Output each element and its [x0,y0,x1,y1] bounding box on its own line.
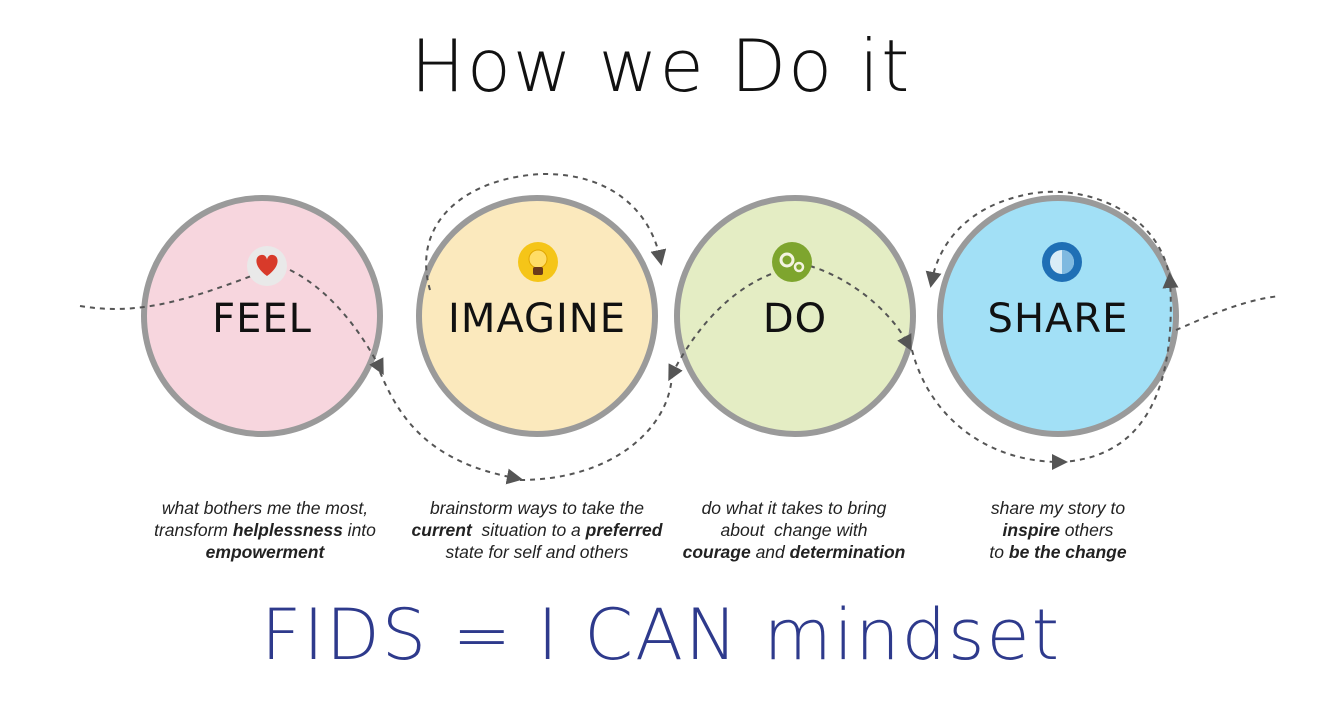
flow-arrow-feel-down [289,269,384,376]
description-emphasis: determination [789,542,906,562]
description-emphasis: be the change [1008,542,1127,562]
description-line: about change with [664,519,924,541]
description-line: brainstorm ways to take the [407,497,667,519]
flow-arrow-do-left [668,267,791,382]
flow-arrow-share-loop-top [925,190,1171,288]
step-circle-share [937,195,1179,437]
step-label-imagine: IMAGINE [448,296,626,342]
description-emphasis: current [411,520,472,540]
description-text: what bothers me the most, [161,498,369,518]
tagline: FIDS = I CAN mindset [260,594,1062,676]
flow-arrow-do-to-share [911,349,1068,470]
page-title: How we Do it [410,24,912,108]
flow-arrow-imagine-loop-bottom [519,373,673,481]
description-line: do what it takes to bring [664,497,924,519]
description-line: state for self and others [407,541,667,563]
description-emphasis: preferred [585,520,663,540]
description-line: courage and determination [664,541,924,563]
description-text: situation to a [471,520,586,540]
flow-arrow-imagine-loop-top [425,172,667,291]
flow-arrow-share-loop-right [1059,272,1179,463]
description-text: about change with [720,520,868,540]
description-emphasis: helplessness [232,520,343,540]
description-text: do what it takes to bring [701,498,887,518]
step-label-feel: FEEL [212,296,312,342]
description-text: share my story to [990,498,1126,518]
step-circle-do [674,195,916,437]
globe-icon [1042,242,1082,282]
flow-line-exit [1175,295,1281,331]
description-emphasis: inspire [1002,520,1060,540]
step-circle-imagine [416,195,658,437]
step-description-feel: what bothers me the most,transform helpl… [135,497,395,563]
description-text: others [1059,520,1114,540]
description-text: and [750,542,790,562]
description-line: transform helplessness into [135,519,395,541]
flow-arrow-feel-to-imagine [379,371,523,485]
description-text: state for self and others [445,542,629,562]
flow-arrow-do-right [809,265,912,352]
description-text: into [342,520,376,540]
description-emphasis: empowerment [205,542,325,562]
description-line: to be the change [928,541,1188,563]
description-line: what bothers me the most, [135,497,395,519]
gears-icon [772,242,812,282]
flow-line-entry [79,267,273,310]
description-text: brainstorm ways to take the [430,498,644,518]
description-line: share my story to [928,497,1188,519]
description-line: inspire others [928,519,1188,541]
heart-icon [247,246,287,286]
description-line: current situation to a preferred [407,519,667,541]
step-label-do: DO [763,296,827,342]
description-text: to [989,542,1009,562]
step-label-share: SHARE [988,296,1129,342]
lightbulb-icon [518,242,558,282]
description-line: empowerment [135,541,395,563]
description-emphasis: courage [682,542,751,562]
description-text: transform [154,520,233,540]
step-circle-feel [141,195,383,437]
